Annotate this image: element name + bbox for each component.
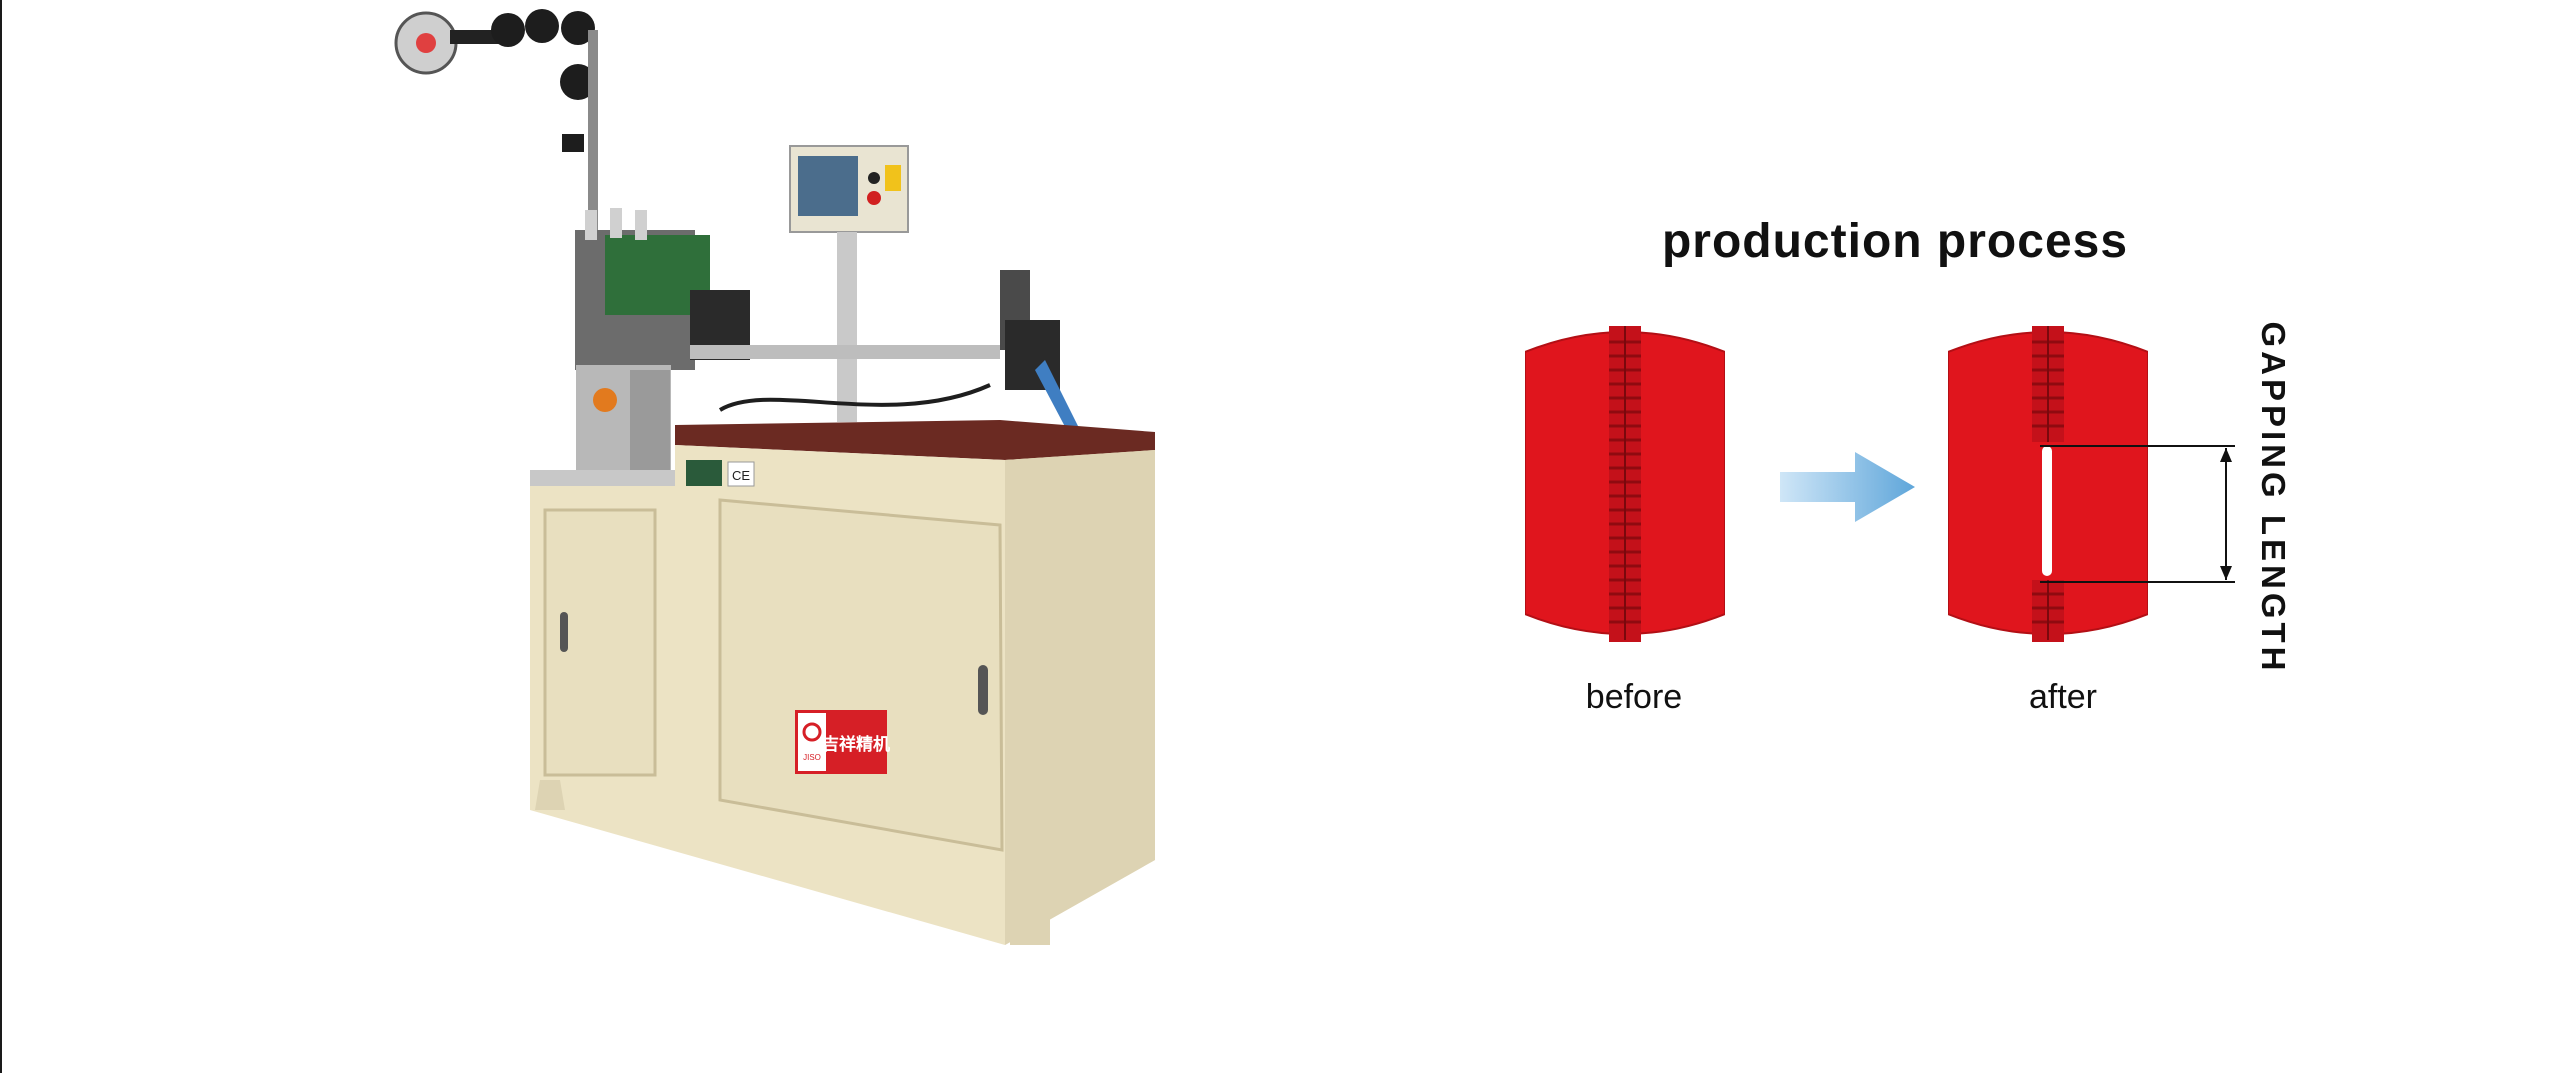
gapping-length-text: GAPPING LENGTH <box>2255 321 2292 675</box>
arrow-right-icon <box>1780 452 1915 522</box>
before-caption: before <box>1585 678 1683 716</box>
gap-measure-bracket <box>2040 440 2240 590</box>
process-title: production process <box>1661 215 2129 268</box>
cabinet: CE JISO 吉祥精机 <box>530 445 1155 945</box>
zipper-gapping-machine-image: CE JISO 吉祥精机 <box>390 0 1180 950</box>
tabletop <box>675 420 1155 460</box>
control-panel <box>789 145 909 422</box>
brand-logo-text: JISO <box>803 753 821 762</box>
ce-mark: CE <box>732 468 750 483</box>
brand-label: 吉祥精机 <box>822 734 890 755</box>
mechanism-block <box>575 208 750 485</box>
spool-wheels <box>394 9 598 280</box>
zipper-before-image <box>1525 322 1725 644</box>
gapping-length-label: GAPPING LENGTH <box>2253 318 2293 678</box>
left-border <box>0 0 2 1073</box>
zipper-after-image <box>1948 322 2148 644</box>
after-caption: after <box>2028 678 2098 716</box>
